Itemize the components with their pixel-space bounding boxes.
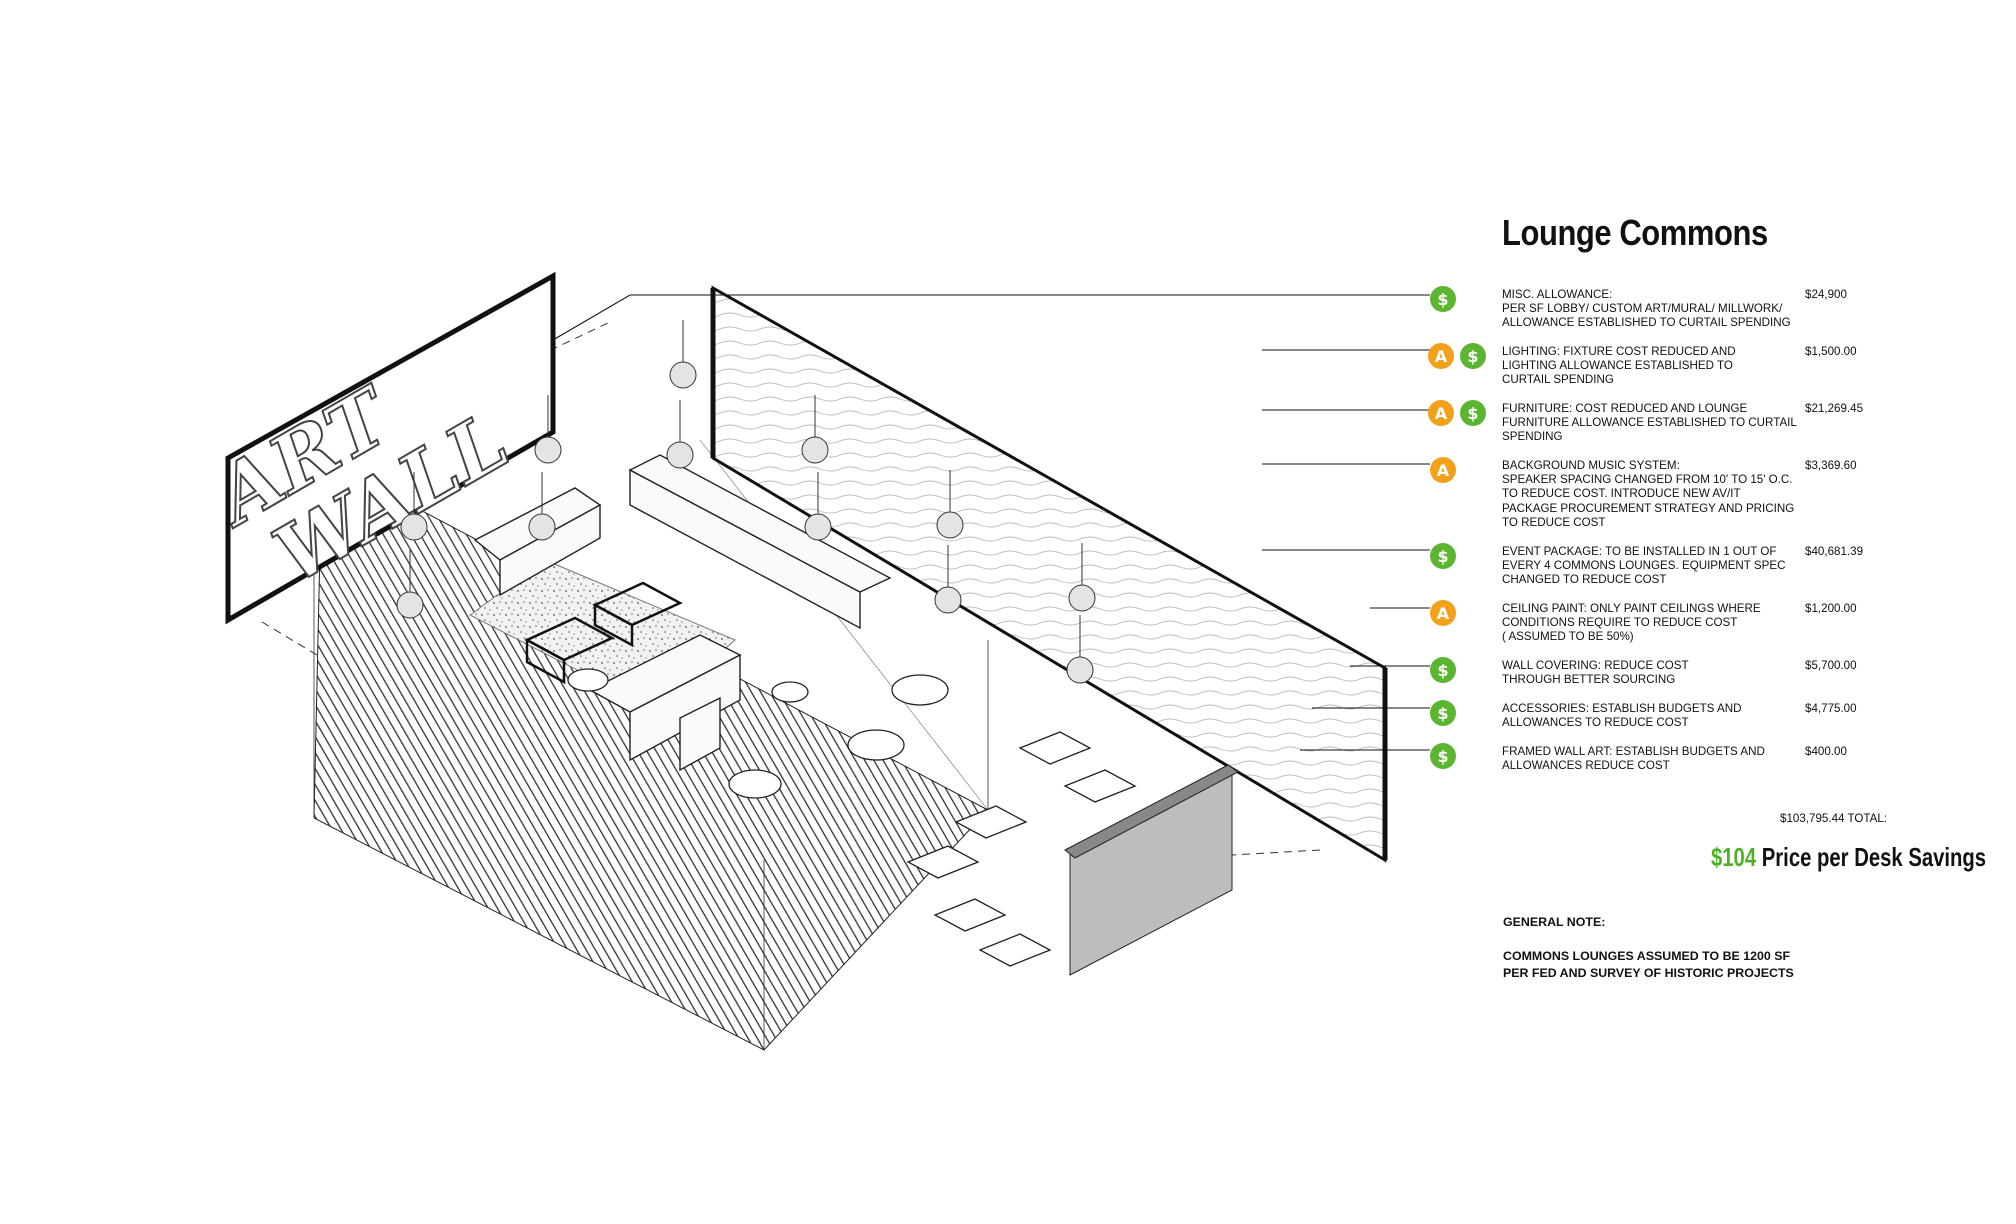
page-title: Lounge Commons (1502, 212, 1768, 253)
pendant-globe (400, 513, 428, 541)
leader-lines (552, 294, 1430, 751)
line-item-description: ACCESSORIES: ESTABLISH BUDGETS AND ALLOW… (1502, 702, 1742, 730)
pendant-globe (396, 591, 424, 619)
line-item-description: EVENT PACKAGE: TO BE INSTALLED IN 1 OUT … (1502, 545, 1786, 587)
wallcovering-wall (710, 285, 1388, 863)
line-item-description: LIGHTING: FIXTURE COST REDUCED AND LIGHT… (1502, 345, 1736, 387)
line-item-amount: $40,681.39 (1805, 545, 1864, 558)
dollar-savings-icon: $ (1430, 543, 1456, 569)
coffee-tables (524, 581, 683, 685)
pendant-globe (669, 361, 697, 389)
line-item-amount: $1,200.00 (1805, 602, 1857, 615)
dollar-savings-icon: $ (1430, 700, 1456, 726)
dollar-savings-icon: $ (1460, 400, 1486, 426)
line-item-amount: $21,269.45 (1805, 402, 1864, 415)
total-label: TOTAL: (1847, 812, 1888, 825)
architect-design-icon: A (1430, 457, 1456, 483)
line-item-amount: $1,500.00 (1805, 345, 1857, 358)
pendant-globe (528, 513, 556, 541)
dollar-savings-icon: $ (1430, 286, 1456, 312)
lounge-sofas (473, 454, 892, 772)
line-item-amount: $400.00 (1805, 745, 1847, 758)
line-item-description: WALL COVERING: REDUCE COST THROUGH BETTE… (1502, 659, 1689, 687)
pendant-globe (534, 436, 562, 464)
line-item-amount: $5,700.00 (1805, 659, 1857, 672)
line-item-description: MISC. ALLOWANCE: PER SF LOBBY/ CUSTOM AR… (1502, 288, 1791, 330)
pendant-globe (1066, 656, 1094, 684)
line-item-description: CEILING PAINT: ONLY PAINT CEILINGS WHERE… (1502, 602, 1761, 644)
general-note: GENERAL NOTE: COMMONS LOUNGES ASSUMED TO… (1503, 897, 1794, 999)
general-note-text: COMMONS LOUNGES ASSUMED TO BE 1200 SF PE… (1503, 949, 1794, 980)
pendant-globe (1068, 584, 1096, 612)
line-item-amount: $3,369.60 (1805, 459, 1857, 472)
dollar-savings-icon: $ (1430, 657, 1456, 683)
savings-label: Price per Desk Savings (1761, 842, 1987, 872)
line-item-amount: $4,775.00 (1805, 702, 1857, 715)
savings-value: $104 (1711, 842, 1757, 872)
line-item-description: FRAMED WALL ART: ESTABLISH BUDGETS AND A… (1502, 745, 1765, 773)
pendant-globe (934, 586, 962, 614)
bar-counter (1064, 764, 1239, 976)
pendant-globe (936, 511, 964, 539)
general-note-heading: GENERAL NOTE: (1503, 915, 1606, 929)
dollar-savings-icon: $ (1460, 343, 1486, 369)
total-amount: $103,795.44 (1780, 812, 1845, 825)
line-item-description: FURNITURE: COST REDUCED AND LOUNGE FURNI… (1502, 402, 1797, 444)
dining-tables (906, 731, 1137, 967)
total-line: $103,795.44 TOTAL: (1780, 812, 1887, 825)
line-item-amount: $24,900 (1805, 288, 1847, 301)
architect-design-icon: A (1428, 400, 1454, 426)
cafe-tables (567, 668, 949, 799)
line-item-description: BACKGROUND MUSIC SYSTEM: SPEAKER SPACING… (1502, 459, 1795, 529)
pendant-globe (801, 436, 829, 464)
dollar-savings-icon: $ (1430, 743, 1456, 769)
pendant-globe (666, 441, 694, 469)
architect-design-icon: A (1430, 600, 1456, 626)
savings-callout: $104 Price per Desk Savings (1711, 842, 1986, 873)
pendant-lights (396, 320, 1096, 684)
pendant-globe (804, 513, 832, 541)
architect-design-icon: A (1428, 343, 1454, 369)
